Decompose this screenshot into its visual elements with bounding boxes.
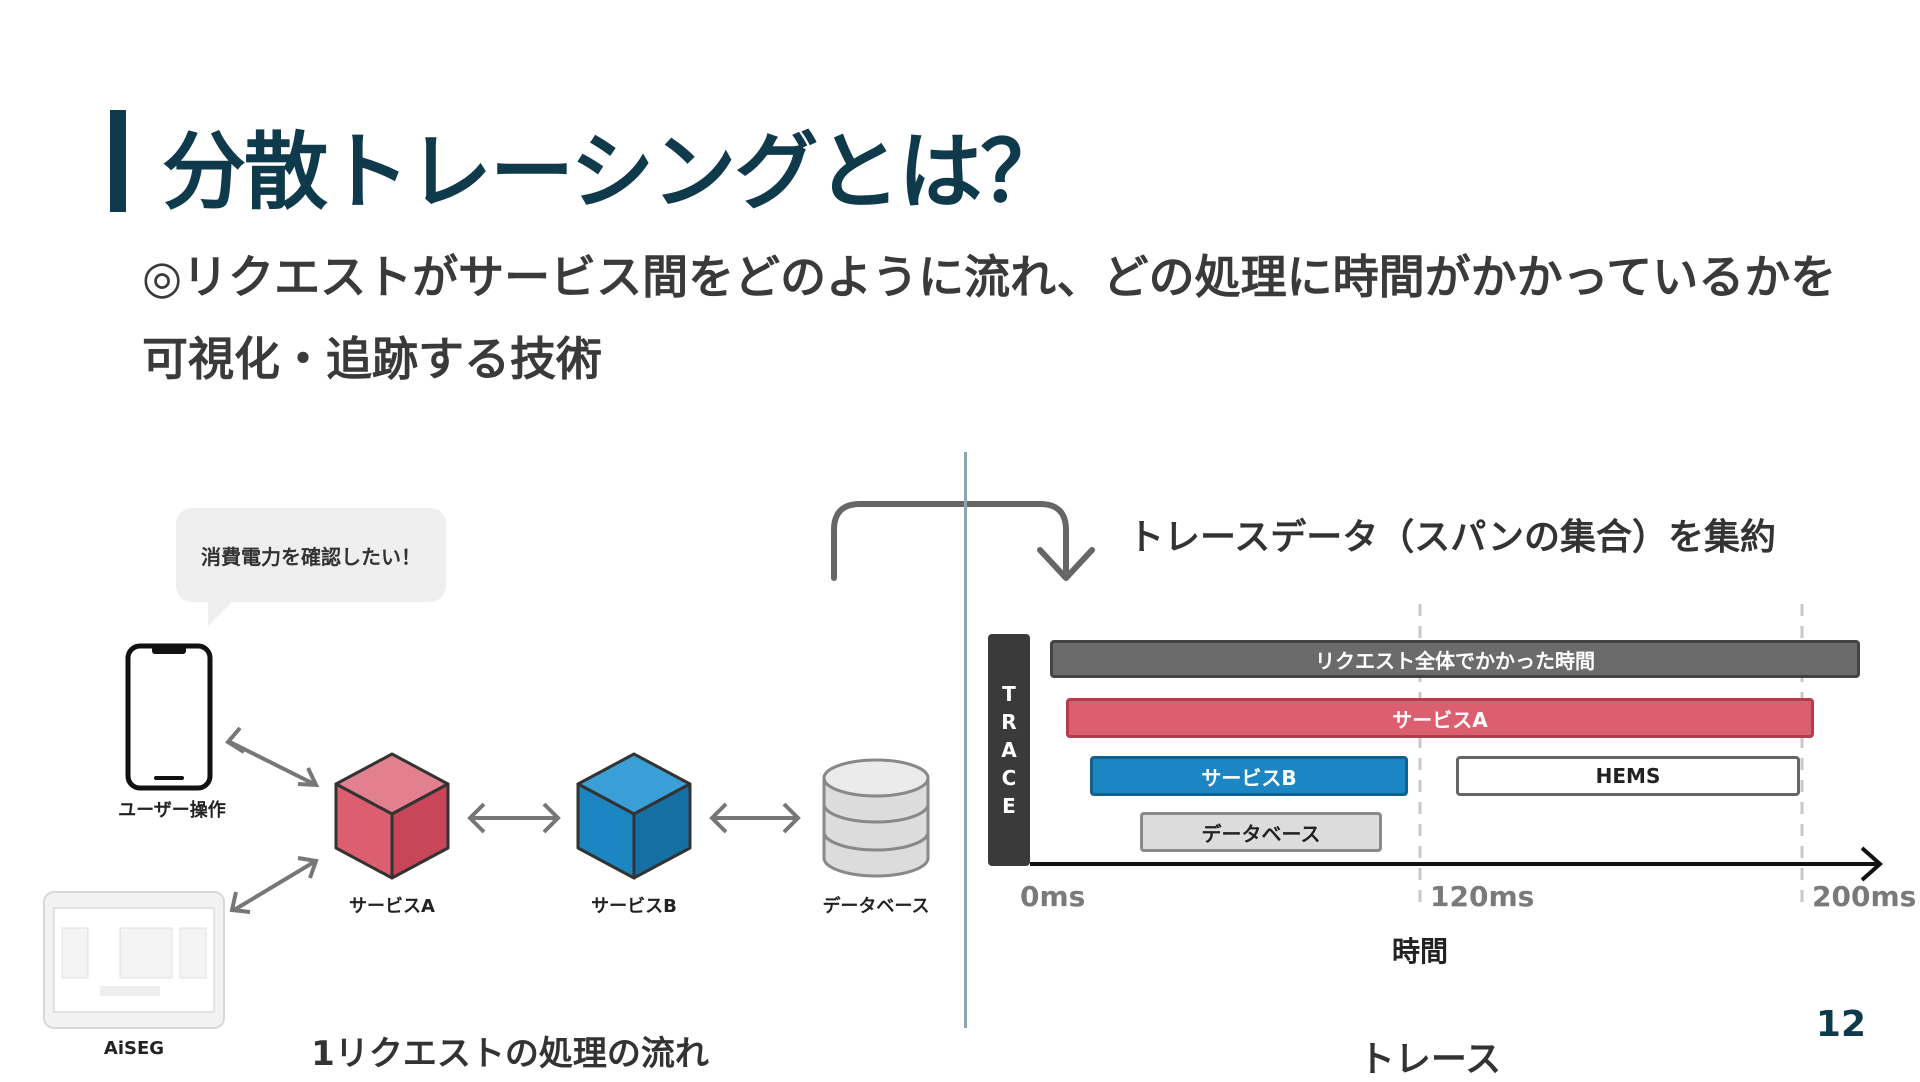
speech-bubble-text: 消費電力を確認したい！ — [201, 544, 421, 569]
time-axis-arrowhead — [1860, 846, 1884, 882]
speech-bubble: 消費電力を確認したい！ — [176, 508, 446, 602]
service-a-cube-icon — [334, 752, 450, 880]
trace-heading: トレースデータ（スパンの集合）を集約 — [1128, 517, 1777, 558]
span-hems: HEMS — [1456, 756, 1800, 796]
flow-caption: 1リクエストの処理の流れ — [311, 1034, 709, 1074]
trace-letter: E — [1002, 794, 1016, 818]
database-label: データベース — [822, 896, 930, 917]
trace-letter: T — [1002, 682, 1016, 706]
smartphone-icon — [125, 643, 213, 791]
arrow-service-a-service-b — [467, 802, 561, 834]
trace-letter: A — [1001, 738, 1017, 762]
service-b-label: サービスB — [591, 896, 677, 917]
service-b-cube-icon — [576, 752, 692, 880]
trace-letter: R — [1001, 710, 1017, 734]
arrow-user-service-a — [224, 726, 320, 788]
span-total: リクエスト全体でかかった時間 — [1050, 640, 1860, 678]
time-axis-label: 時間 — [1391, 935, 1448, 968]
database-icon — [822, 758, 930, 878]
arrow-aiseg-service-a — [229, 856, 319, 914]
tick-label-200ms: 200ms — [1812, 880, 1917, 913]
page-number: 12 — [1815, 1004, 1866, 1045]
span-database: データベース — [1140, 812, 1382, 852]
arrow-service-b-database — [709, 802, 801, 834]
user-operation-label: ユーザー操作 — [118, 800, 226, 821]
span-service-b: サービスB — [1090, 756, 1408, 796]
span-service-a: サービスA — [1066, 698, 1814, 738]
tick-label-0ms: 0ms — [1020, 880, 1086, 913]
aiseg-device-icon — [43, 891, 225, 1029]
speech-bubble-tail — [208, 600, 234, 626]
tick-label-120ms: 120ms — [1430, 880, 1535, 913]
section-divider — [964, 452, 967, 1028]
trace-column: T R A C E — [988, 634, 1030, 866]
trace-letter: C — [1001, 766, 1017, 790]
trace-caption: トレース — [1358, 1039, 1502, 1080]
title-accent-bar — [110, 110, 126, 212]
slide-description: ◎リクエストがサービス間をどのように流れ、どの処理に時間がかかっているかを可視化… — [142, 250, 1837, 386]
aiseg-label: AiSEG — [103, 1038, 165, 1059]
aggregate-arrow — [831, 501, 1095, 581]
slide-title: 分散トレーシングとは？ — [162, 123, 1064, 221]
service-a-label: サービスA — [349, 896, 435, 917]
